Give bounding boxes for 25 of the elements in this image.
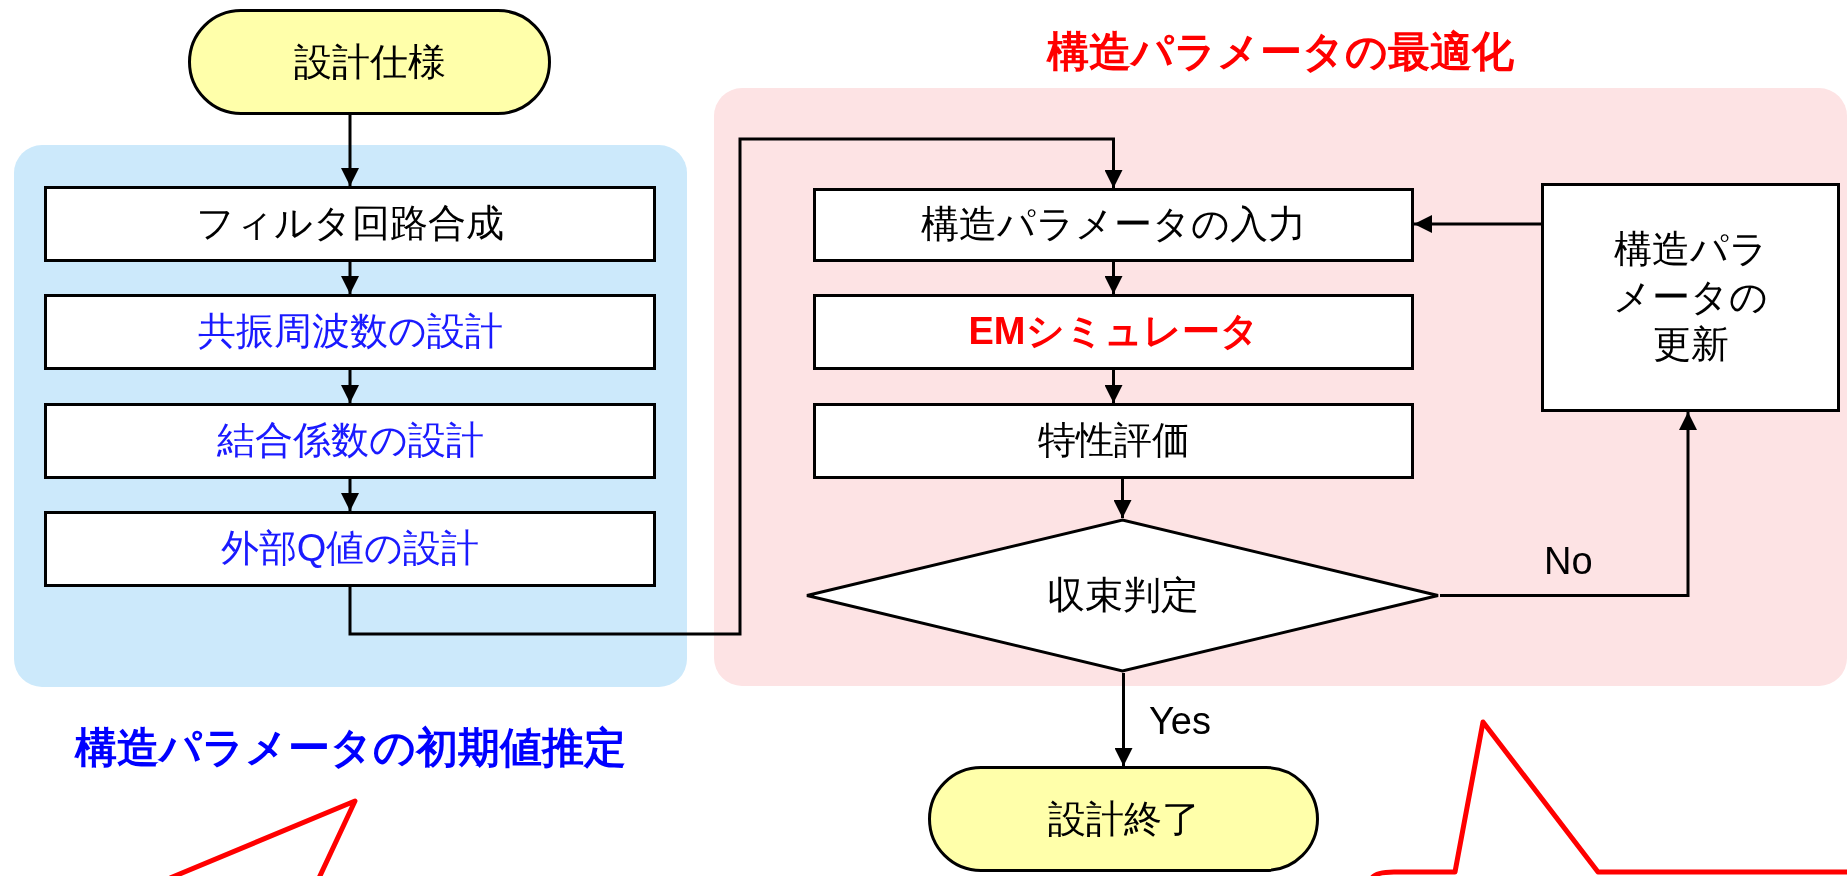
group-title: 構造パラメータの初期値推定 [73, 723, 627, 773]
arrow [348, 137, 1123, 636]
end-terminal: 設計終了 [928, 766, 1319, 872]
process-box: 構造パラメータの更新 [1541, 183, 1840, 412]
process-box: 外部Q値の設計 [44, 511, 656, 587]
arrow [1104, 370, 1123, 403]
process-box: 結合係数の設計 [44, 403, 656, 479]
decision-text: 収束判定 [1046, 573, 1199, 618]
arrow [341, 479, 359, 511]
process-box: 共振周波数の設計 [44, 294, 656, 370]
arrow [341, 370, 359, 403]
arrow [1104, 262, 1123, 294]
process-box: EMシミュレータ [813, 294, 1414, 370]
arrow [1440, 412, 1697, 597]
arrow [1114, 673, 1133, 766]
arrow [341, 262, 359, 294]
process-box: 構造パラメータの入力 [813, 188, 1414, 262]
process-box: フィルタ回路合成 [44, 186, 656, 262]
arrow [1113, 479, 1132, 518]
start-terminal: 設計仕様 [188, 9, 551, 115]
group-title: 構造パラメータの最適化 [1045, 27, 1515, 77]
arrow [1414, 215, 1541, 233]
edge-label: No [1543, 540, 1594, 583]
process-box: 特性評価 [813, 403, 1414, 479]
arrow [341, 115, 359, 186]
